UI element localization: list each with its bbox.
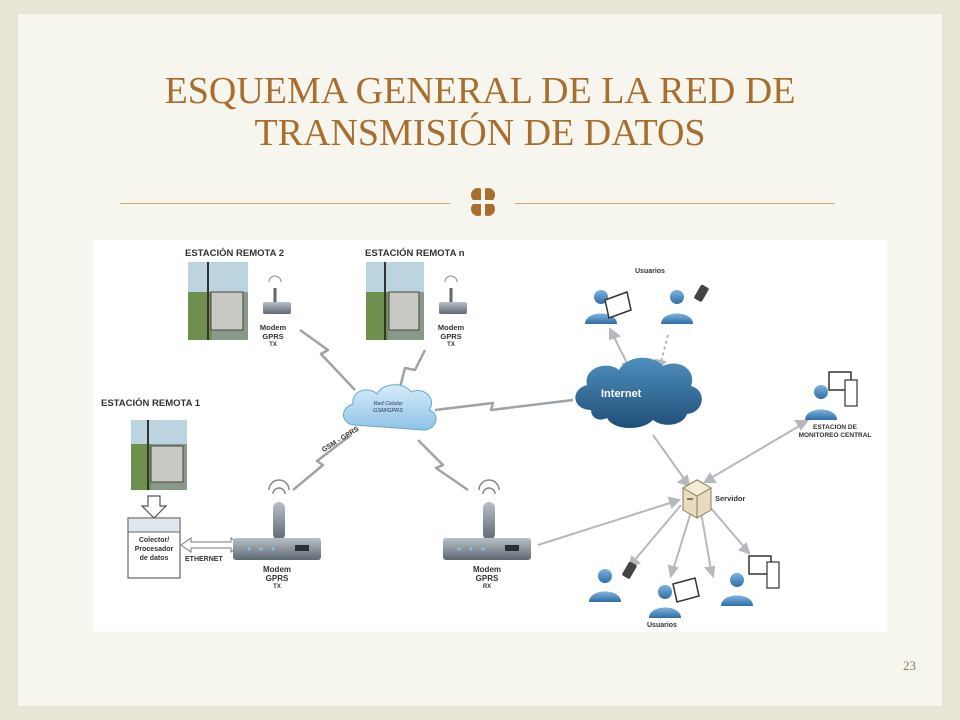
title-line-2: TRANSMISIÓN DE DATOS [254,112,706,154]
link-cellular-internet [434,398,574,412]
arrow-phone-internet [660,334,669,363]
label-remote-station-2: ESTACIÓN REMOTA 2 [185,248,285,259]
modem-2-caption: Modem GPRS TX [251,323,295,350]
collector-line-3: de datos [139,555,169,562]
cellular-line-2: GSM/GPRS [373,408,403,414]
monitoring-caption: ESTACION DE MONITOREO CENTRAL [785,424,885,440]
monitoring-station-person [805,371,858,420]
link-modem1-cellular [292,434,352,491]
user-laptop-top [585,290,632,324]
network-diagram: ESTACIÓN REMOTA 2 ESTACIÓN REMOTA n ESTA… [93,240,887,632]
ornament-icon [471,188,495,216]
modem-big-rx [443,479,531,560]
divider-right [515,203,835,204]
label-internet: Internet [601,388,642,400]
modem-n-caption: Modem GPRS TX [429,323,473,350]
collector-line-1: Colector/ [138,537,170,544]
modem-rx-caption: Modem GPRS RX [463,565,511,592]
down-arrow [140,495,168,519]
modem-n-name: Modem [437,323,465,332]
modem-tx-caption: Modem GPRS TX [253,565,301,592]
user-phone-bottom [589,561,637,602]
link-modem2-cellular [299,328,356,391]
arrow-modemrx-server [537,501,674,546]
title-line-1: ESQUEMA GENERAL DE LA RED DE [164,70,796,112]
collector-box [127,517,181,579]
modem-n-tx: TX [447,342,455,348]
label-remote-station-1: ESTACIÓN REMOTA 1 [101,398,201,409]
wireless-links [292,328,574,492]
modem-rx-rx: RX [482,584,492,590]
modem-tx-name: Modem [263,565,291,574]
link-modemn-cellular [396,349,427,396]
user-laptop-bottom [649,577,700,618]
server-icon [681,479,713,519]
ethernet-link [180,537,242,553]
link-cellular-modemrx [417,439,469,492]
label-users-bottom: Usuarios [647,622,677,629]
arrow-server-monitor [710,424,802,479]
modem-big-tx [233,479,321,560]
station-photo-2 [188,262,248,340]
slide-title: ESQUEMA GENERAL DE LA RED DE TRANSMISIÓN… [80,70,880,154]
cellular-caption: Red Celular GSM/GPRS [355,401,421,415]
modem-2-tx: TX [269,342,277,348]
collector-caption: Colector/ Procesador de datos [128,536,180,563]
arrow-internet-server [652,434,686,481]
page-number: 23 [903,658,916,673]
label-server: Servidor [715,494,746,503]
arrow-server-user3 [700,511,712,571]
arrow-server-user2 [672,511,692,571]
modem-2-gprs: GPRS [262,332,284,341]
user-pc-bottom [721,555,780,606]
monitoring-line-1: ESTACION DE [813,424,857,431]
modem-small-2 [263,275,291,314]
divider-left [120,203,450,204]
cellular-line-1: Red Celular [373,401,403,407]
modem-n-gprs: GPRS [440,332,462,341]
collector-line-2: Procesador [134,546,174,553]
monitoring-line-2: MONITOREO CENTRAL [798,432,872,439]
cellular-cloud-shape [343,384,437,431]
station-photo-1 [131,420,187,490]
label-users-top: Usuarios [635,268,665,275]
modem-tx-tx: TX [273,584,281,590]
internet-cloud-shape [575,357,702,429]
label-remote-station-n: ESTACIÓN REMOTA n [365,248,465,259]
label-ethernet: ETHERNET [185,556,223,563]
modem-tx-gprs: GPRS [265,574,289,583]
modem-rx-gprs: GPRS [475,574,499,583]
modem-2-name: Modem [259,323,287,332]
arrow-users-internet [612,334,629,366]
modem-rx-name: Modem [473,565,501,574]
arrow-server-pc [708,505,746,549]
modem-small-n [439,275,467,314]
arrow-server-user1 [632,504,682,563]
station-photo-n [366,262,424,340]
user-phone-top [661,284,709,324]
